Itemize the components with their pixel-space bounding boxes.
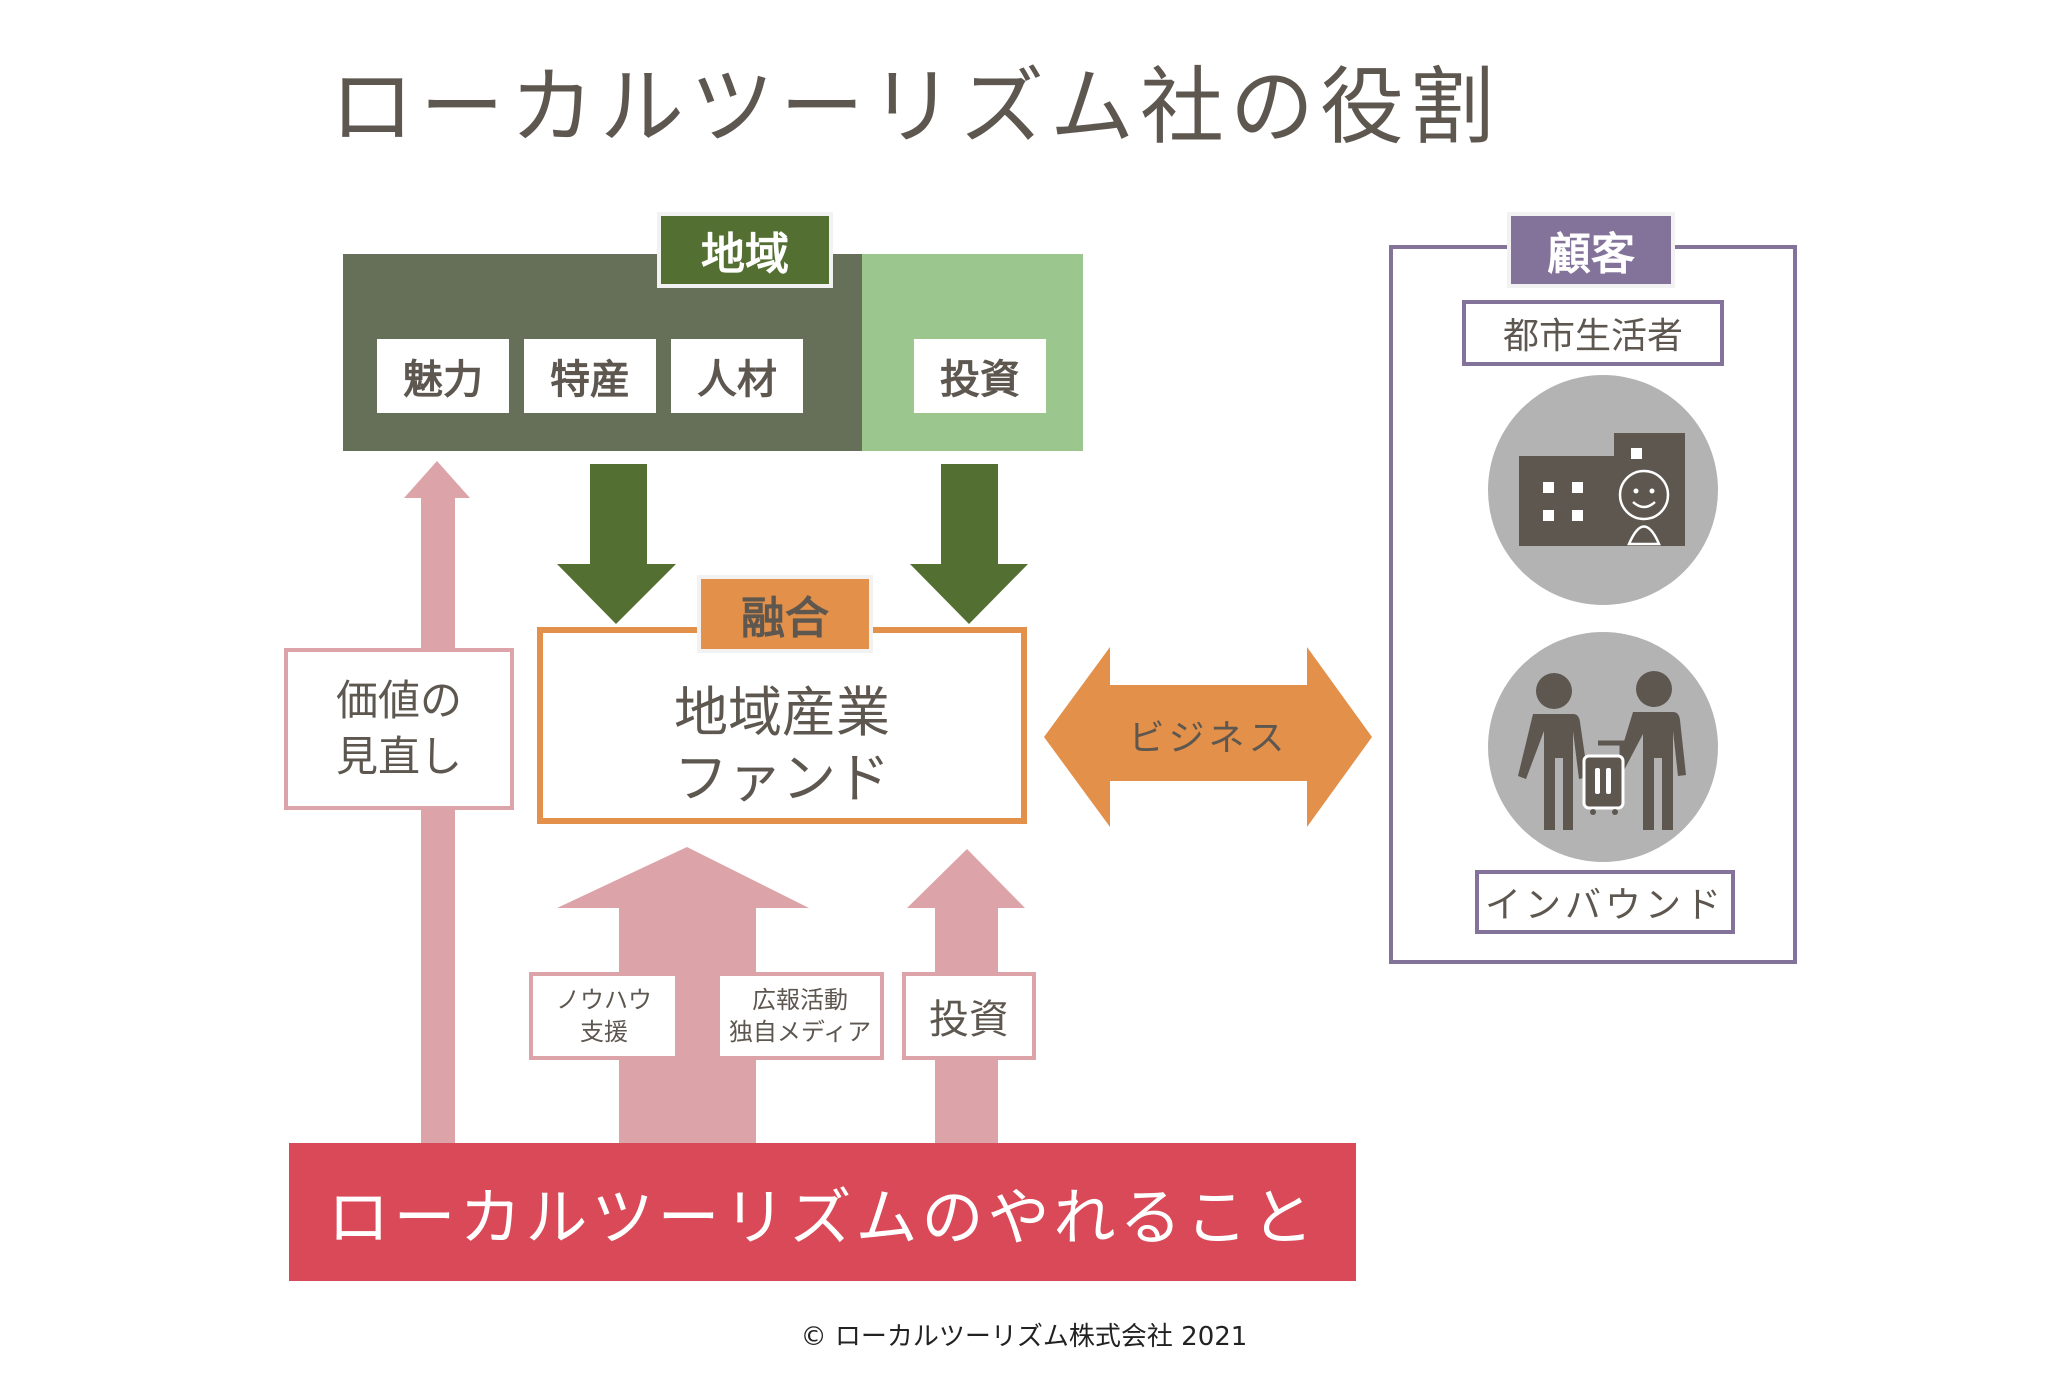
region-item-talent: 人材 <box>671 339 803 413</box>
pr-line2: 独自メディア <box>728 1018 872 1046</box>
region-down-arrow-left <box>557 464 676 624</box>
customer-tag: 顧客 <box>1507 212 1675 288</box>
value-review-line2: 見直し <box>335 732 462 781</box>
knowhow-support-box: ノウハウ 支援 <box>529 972 679 1060</box>
region-item-investment: 投資 <box>914 339 1046 413</box>
what-local-tourism-can-do-banner: ローカルツーリズムのやれること <box>289 1143 1356 1281</box>
business-double-arrow <box>1044 647 1372 827</box>
regional-industry-fund-box: 地域産業 ファンド <box>537 627 1027 824</box>
support-up-arrow <box>557 847 809 1145</box>
pr-line1: 広報活動 <box>752 986 848 1014</box>
region-tag: 地域 <box>657 212 833 288</box>
business-label: ビジネス <box>1128 718 1289 759</box>
value-review-box: 価値の 見直し <box>284 648 514 810</box>
fund-title-line1: 地域産業 <box>674 680 890 744</box>
segment-label-inbound: インバウンド <box>1475 870 1735 934</box>
page-title: ローカルツーリズム社の役割 <box>330 58 1501 156</box>
investment-support-box: 投資 <box>902 972 1036 1060</box>
copyright-notice: © ローカルツーリズム株式会社 2021 <box>800 1322 1248 1352</box>
region-item-charm: 魅力 <box>377 339 509 413</box>
value-review-line1: 価値の <box>335 676 462 725</box>
pr-media-box: 広報活動 独自メディア <box>716 972 884 1060</box>
city-dweller-icon <box>1488 375 1718 605</box>
fusion-tag: 融合 <box>697 575 873 653</box>
city-dweller-icon-svg <box>1519 433 1685 546</box>
segment-label-city: 都市生活者 <box>1462 300 1724 366</box>
knowhow-line1: ノウハウ <box>556 986 652 1014</box>
inbound-travelers-icon <box>1488 632 1718 862</box>
knowhow-line2: 支援 <box>580 1018 628 1046</box>
fund-title-line2: ファンド <box>674 746 890 810</box>
region-item-specialty: 特産 <box>524 339 656 413</box>
region-down-arrow-right <box>910 464 1028 624</box>
inbound-travelers-icon-svg <box>1518 671 1686 830</box>
